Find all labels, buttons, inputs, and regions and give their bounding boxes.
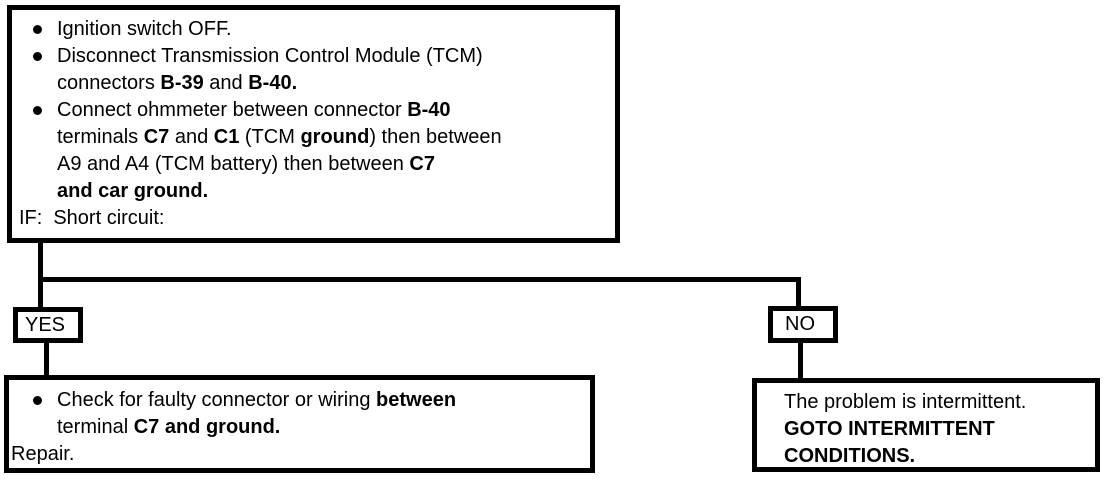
no-label-box: NO [768, 306, 838, 343]
connector-line-branch-to-no [796, 280, 801, 308]
no-result-line: CONDITIONS. [784, 445, 916, 467]
condition-label: IF: [19, 207, 43, 229]
instruction-line: Disconnect Transmission Control Module (… [57, 45, 483, 67]
yes-result-bullet: Check for faulty connector or wiring bet… [9, 387, 590, 441]
no-result-box: The problem is intermittent. GOTO INTERM… [752, 378, 1100, 472]
yes-label: YES [25, 313, 66, 336]
instruction-bullet-2: Disconnect Transmission Control Module (… [12, 43, 615, 97]
instruction-line: connectors B-39 and B-40. [57, 72, 298, 94]
bullet-icon [33, 25, 42, 34]
instruction-line: Connect ohmmeter between connector B-40 [57, 99, 451, 121]
condition-text: Short circuit: [53, 207, 165, 229]
instruction-line: A9 and A4 (TCM battery) then between C7 [57, 153, 435, 175]
connector-line-top-to-yes [38, 243, 43, 307]
instruction-bullet-1: Ignition switch OFF. [12, 16, 615, 43]
connector-line-yes-to-result [44, 341, 49, 377]
yes-label-box: YES [13, 307, 83, 343]
condition-row: IF: Short circuit: [19, 205, 615, 232]
yes-result-line: Check for faulty connector or wiring bet… [57, 389, 457, 411]
instruction-line: terminals C7 and C1 (TCM ground) then be… [57, 126, 502, 148]
bullet-icon [33, 106, 42, 115]
connector-line-no-to-result [798, 341, 803, 380]
instruction-bullet-3: Connect ohmmeter between connector B-40 … [12, 97, 615, 205]
yes-result-action: Repair. [11, 443, 75, 465]
bullet-icon [33, 52, 42, 61]
bullet-icon [33, 396, 42, 405]
no-result-line: GOTO INTERMITTENT [784, 418, 995, 440]
instruction-line: and car ground. [57, 180, 209, 202]
instruction-box: Ignition switch OFF. Disconnect Transmis… [7, 5, 620, 243]
instruction-line: Ignition switch OFF. [57, 18, 232, 40]
no-label: NO [785, 313, 815, 335]
no-result-line: The problem is intermittent. [784, 391, 1027, 413]
yes-result-box: Check for faulty connector or wiring bet… [4, 375, 595, 473]
connector-line-branch-horizontal [38, 277, 801, 282]
yes-result-line: terminal C7 and ground. [57, 416, 281, 438]
